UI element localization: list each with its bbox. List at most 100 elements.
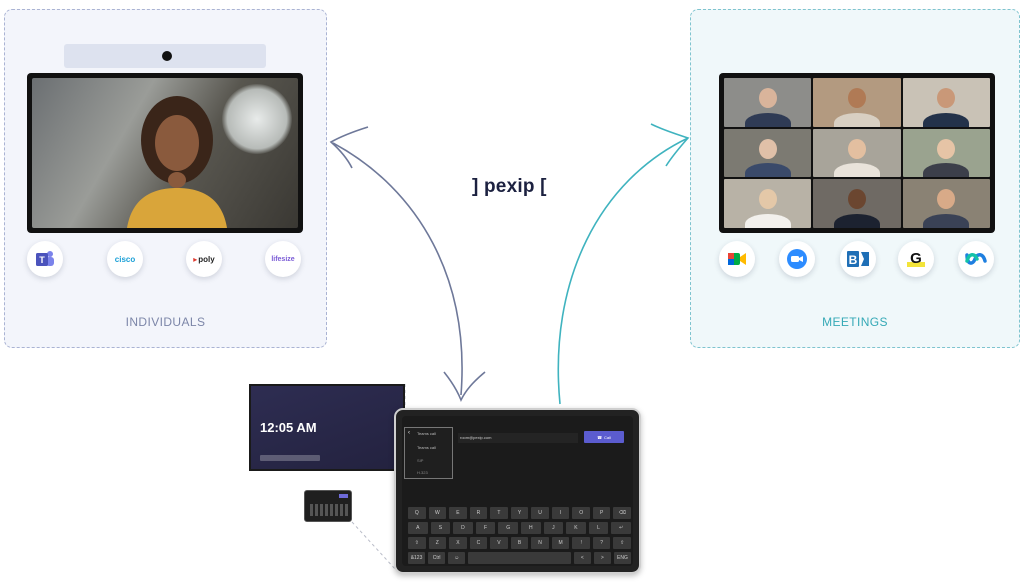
participant-tile	[813, 179, 901, 228]
participant-tile	[902, 179, 990, 228]
touch-panel-tablet: ‹ Teams call Teams call SIP H.323 room@p…	[394, 408, 641, 574]
keyboard-key[interactable]: M	[551, 537, 570, 549]
keyboard-key[interactable]: U	[531, 507, 549, 519]
keyboard-key[interactable]: D	[453, 522, 473, 534]
lifesize-icon: lifesize	[265, 241, 301, 277]
keyboard-key[interactable]: Z	[428, 537, 447, 549]
keyboard-key[interactable]: Q	[408, 507, 426, 519]
camera-lens-icon	[162, 51, 172, 61]
keyboard-key[interactable]: ⇧	[408, 537, 426, 549]
individual-video-screen	[27, 73, 303, 233]
back-icon[interactable]: ‹	[408, 430, 410, 436]
mini-call-button	[339, 494, 348, 498]
pexip-logo: ] pexip [	[472, 176, 547, 197]
keyboard-key[interactable]: J	[543, 522, 564, 534]
keyboard-key[interactable]: &123	[408, 552, 426, 564]
keyboard-key[interactable]: P	[592, 507, 611, 519]
room-time: 12:05 AM	[260, 420, 317, 435]
keyboard-key[interactable]: ENG	[613, 552, 631, 564]
keyboard-key[interactable]: V	[490, 537, 508, 549]
keyboard-key[interactable]: !	[572, 537, 590, 549]
keyboard-key[interactable]: H	[520, 522, 541, 534]
background-lamp	[222, 84, 292, 154]
keyboard-key[interactable]: >	[593, 552, 611, 564]
meetings-label: MEETINGS	[822, 315, 888, 329]
keyboard-key[interactable]: ☺	[448, 552, 466, 564]
keyboard-key[interactable]: L	[588, 522, 609, 534]
google-meet-icon	[719, 241, 755, 277]
keyboard-key[interactable]: F	[475, 522, 496, 534]
bluejeans-icon: B	[840, 241, 876, 277]
keyboard-key[interactable]: B	[510, 537, 529, 549]
keyboard-key[interactable]: O	[572, 507, 590, 519]
participant-tile	[813, 78, 901, 127]
dropdown-selected: Teams call	[417, 431, 436, 436]
dropdown-option[interactable]: SIP	[417, 458, 424, 463]
keyboard-key[interactable]: G	[498, 522, 518, 534]
meeting-video-screen	[719, 73, 995, 233]
cisco-icon: cisco	[107, 241, 143, 277]
room-footnote	[260, 455, 320, 461]
person-silhouette	[127, 96, 227, 228]
keyboard-key[interactable]: N	[531, 537, 549, 549]
guide-line-bottom	[351, 521, 397, 571]
keyboard-key[interactable]: R	[469, 507, 488, 519]
individuals-arrowhead	[329, 126, 369, 169]
individuals-label: INDIVIDUALS	[125, 315, 206, 329]
participant-grid	[724, 78, 990, 228]
keyboard-key[interactable]: ?	[592, 537, 611, 549]
participant-tile	[724, 78, 812, 127]
participant-tile	[902, 128, 990, 178]
keyboard-key[interactable]: A	[408, 522, 428, 534]
svg-text:G: G	[910, 250, 922, 267]
teams-icon: T	[27, 241, 63, 277]
gotomeeting-icon: G	[898, 241, 934, 277]
keyboard-key[interactable]: W	[428, 507, 447, 519]
call-button-label: Call	[604, 434, 611, 440]
participant-tile	[902, 78, 990, 127]
room-display: 12:05 AM	[249, 384, 405, 471]
keyboard-key[interactable]: ↵	[611, 522, 631, 534]
zoom-icon	[779, 241, 815, 277]
keyboard-key[interactable]: ⇧	[613, 537, 632, 549]
call-type-dropdown[interactable]: ‹ Teams call Teams call SIP H.323	[404, 427, 453, 479]
poly-icon: ▸ poly	[186, 241, 222, 277]
keyboard-key[interactable]: ⌫	[613, 507, 632, 519]
mini-tablet	[304, 490, 352, 522]
keyboard-key[interactable]: K	[566, 522, 586, 534]
keyboard-key[interactable]: X	[449, 537, 467, 549]
participant-tile	[724, 128, 812, 178]
participant-tile	[813, 128, 901, 178]
call-button[interactable]: ☎ Call	[584, 431, 624, 443]
participant-tile	[724, 179, 812, 228]
keyboard-key[interactable]: E	[449, 507, 467, 519]
tablet-arrowhead	[443, 371, 486, 402]
address-field[interactable]: room@pexip.com	[458, 433, 578, 443]
meetings-arrowhead	[650, 123, 690, 167]
individuals-connector	[332, 142, 463, 396]
meetings-connector	[557, 137, 689, 405]
dropdown-option[interactable]: Teams call	[417, 445, 436, 450]
keyboard-key[interactable]: T	[490, 507, 508, 519]
phone-icon: ☎	[597, 434, 603, 440]
keyboard-key[interactable]: <	[573, 552, 591, 564]
keyboard-key[interactable]: Ctrl	[428, 552, 446, 564]
keyboard-key[interactable]: C	[469, 537, 488, 549]
keyboard-key[interactable]	[468, 552, 571, 564]
tablet-screen: ‹ Teams call Teams call SIP H.323 room@p…	[402, 416, 633, 566]
svg-text:B: B	[849, 253, 858, 267]
dropdown-option[interactable]: H.323	[417, 470, 428, 475]
keyboard-key[interactable]: Y	[510, 507, 529, 519]
svg-text:T: T	[39, 255, 45, 265]
camera-bar	[64, 44, 266, 68]
keyboard-key[interactable]: I	[551, 507, 570, 519]
individual-video-feed	[32, 78, 298, 228]
keyboard-key[interactable]: S	[430, 522, 451, 534]
address-value: room@pexip.com	[460, 435, 492, 440]
